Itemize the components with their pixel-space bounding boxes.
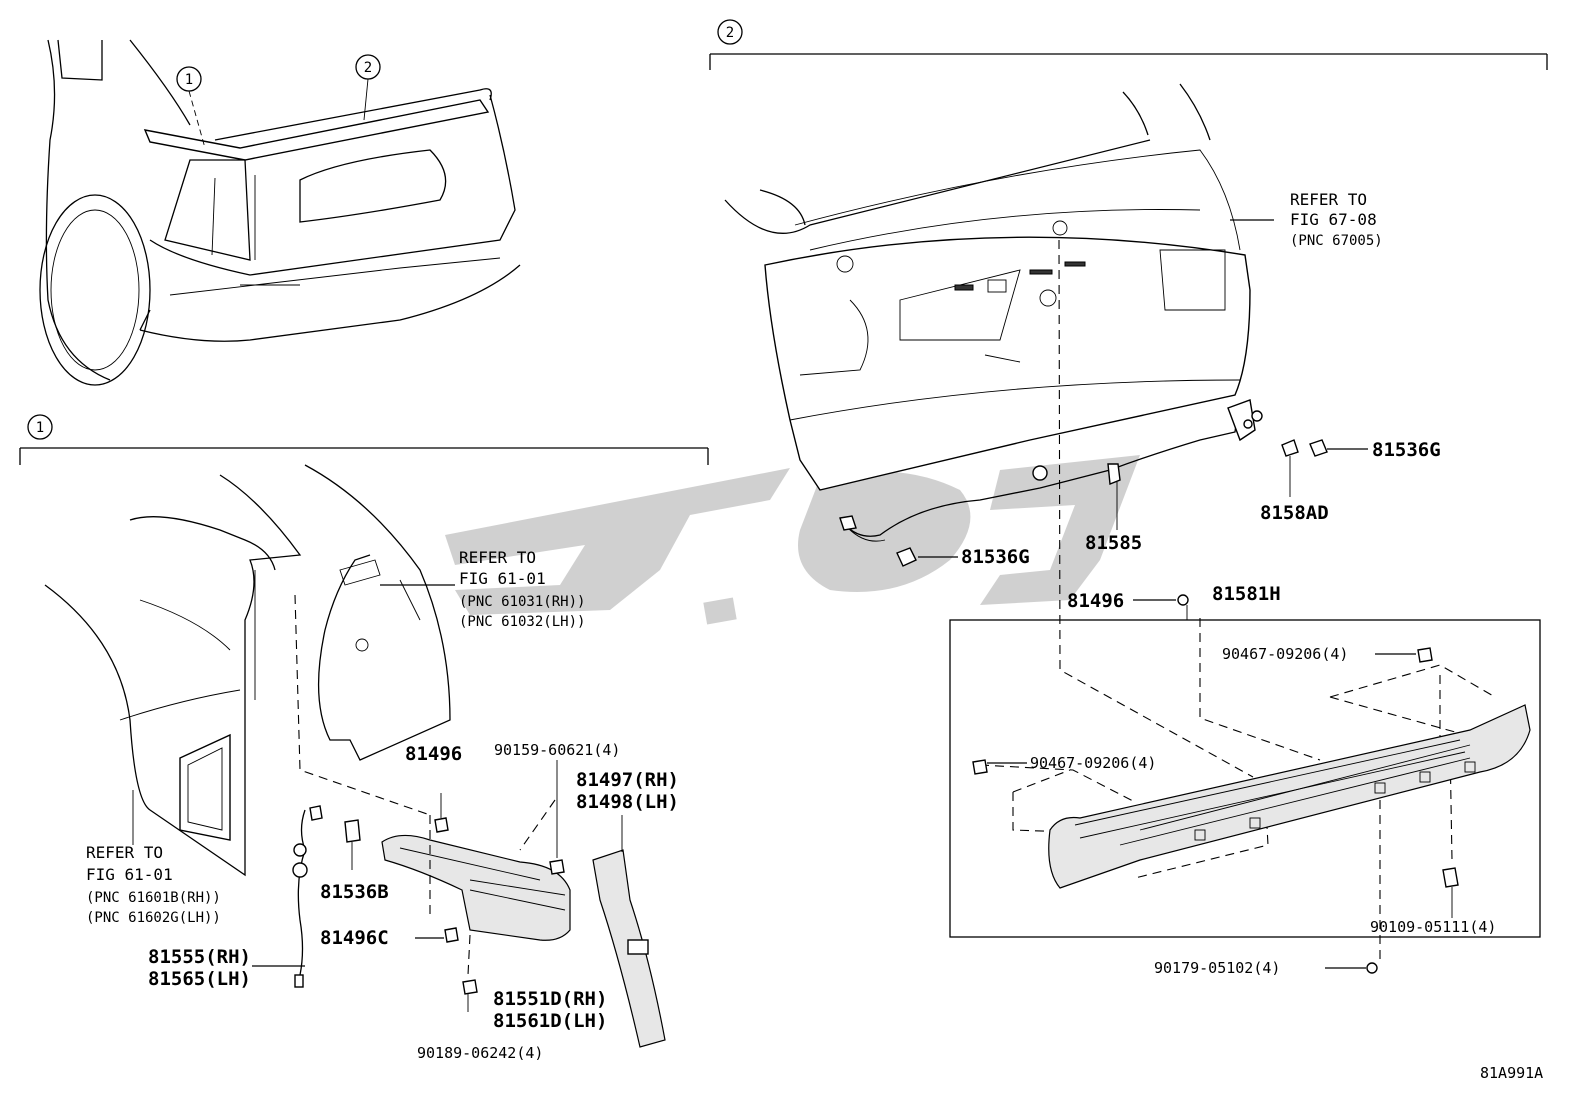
part-label-90467-left[interactable]: 90467-09206(4) (1030, 754, 1156, 772)
part-label-81498[interactable]: 81498(LH) (576, 791, 679, 813)
part-label-81496c[interactable]: 81496C (320, 927, 389, 949)
diagram-code: 81A991A (1480, 1064, 1543, 1082)
clip-8158AD (1281, 439, 1299, 497)
refer-61-01-top-line1: REFER TO (459, 548, 536, 567)
part-label-81585[interactable]: 81585 (1085, 532, 1142, 554)
car-overview-illustration: 1 2 (39, 39, 521, 386)
refer-61-01-left-line1: REFER TO (86, 843, 163, 862)
refer-61-01-top-line2: FIG 61-01 (459, 569, 546, 588)
refer-61-01-left-line4: (PNC 61602G(LH)) (86, 910, 221, 926)
part-label-81555[interactable]: 81555(RH) (148, 946, 251, 968)
part-label-90109[interactable]: 90109-05111(4) (1370, 918, 1496, 936)
refer-67-08-line2: FIG 67-08 (1290, 210, 1377, 229)
refer-61-01-left-line2: FIG 61-01 (86, 865, 173, 884)
part-label-81497[interactable]: 81497(RH) (576, 769, 679, 791)
part-label-81496-a[interactable]: 81496 (1067, 590, 1124, 612)
part-label-81536b[interactable]: 81536B (320, 881, 389, 903)
part-label-81551d[interactable]: 81551D(RH) (493, 988, 607, 1010)
part-label-81536g-lower[interactable]: 81536G (961, 546, 1030, 568)
svg-text:2: 2 (364, 60, 372, 76)
section-2-marker: 2 (726, 25, 734, 41)
garnish-subframe (949, 239, 1541, 974)
clip-81536G-right (1309, 439, 1368, 457)
part-label-90189[interactable]: 90189-06242(4) (417, 1044, 543, 1062)
part-label-81536g-right[interactable]: 81536G (1372, 439, 1441, 461)
refer-67-08-line1: REFER TO (1290, 190, 1367, 209)
refer-61-01-top-line4: (PNC 61032(LH)) (459, 614, 585, 630)
part-label-8158ad[interactable]: 8158AD (1260, 502, 1329, 524)
section-1-frame: 1 (19, 414, 709, 465)
part-label-81496-b[interactable]: 81496 (405, 743, 462, 765)
part-label-81565[interactable]: 81565(LH) (148, 968, 251, 990)
refer-61-01-top-line3: (PNC 61031(RH)) (459, 594, 585, 610)
svg-text:1: 1 (185, 72, 193, 88)
refer-61-01-left-line3: (PNC 61601B(RH)) (86, 890, 221, 906)
back-door-panel (724, 83, 1263, 567)
part-label-81581h[interactable]: 81581H (1212, 583, 1281, 605)
part-label-90179[interactable]: 90179-05102(4) (1154, 959, 1280, 977)
part-label-90159[interactable]: 90159-60621(4) (494, 741, 620, 759)
part-label-81561d[interactable]: 81561D(LH) (493, 1010, 607, 1032)
quarter-panel-illustration (44, 464, 455, 877)
refer-67-08-line3: (PNC 67005) (1290, 233, 1383, 249)
section-1-marker: 1 (36, 420, 44, 436)
section-2-frame: 2 (709, 19, 1548, 70)
part-label-90467-top[interactable]: 90467-09206(4) (1222, 645, 1348, 663)
section-1-parts (252, 760, 666, 1048)
